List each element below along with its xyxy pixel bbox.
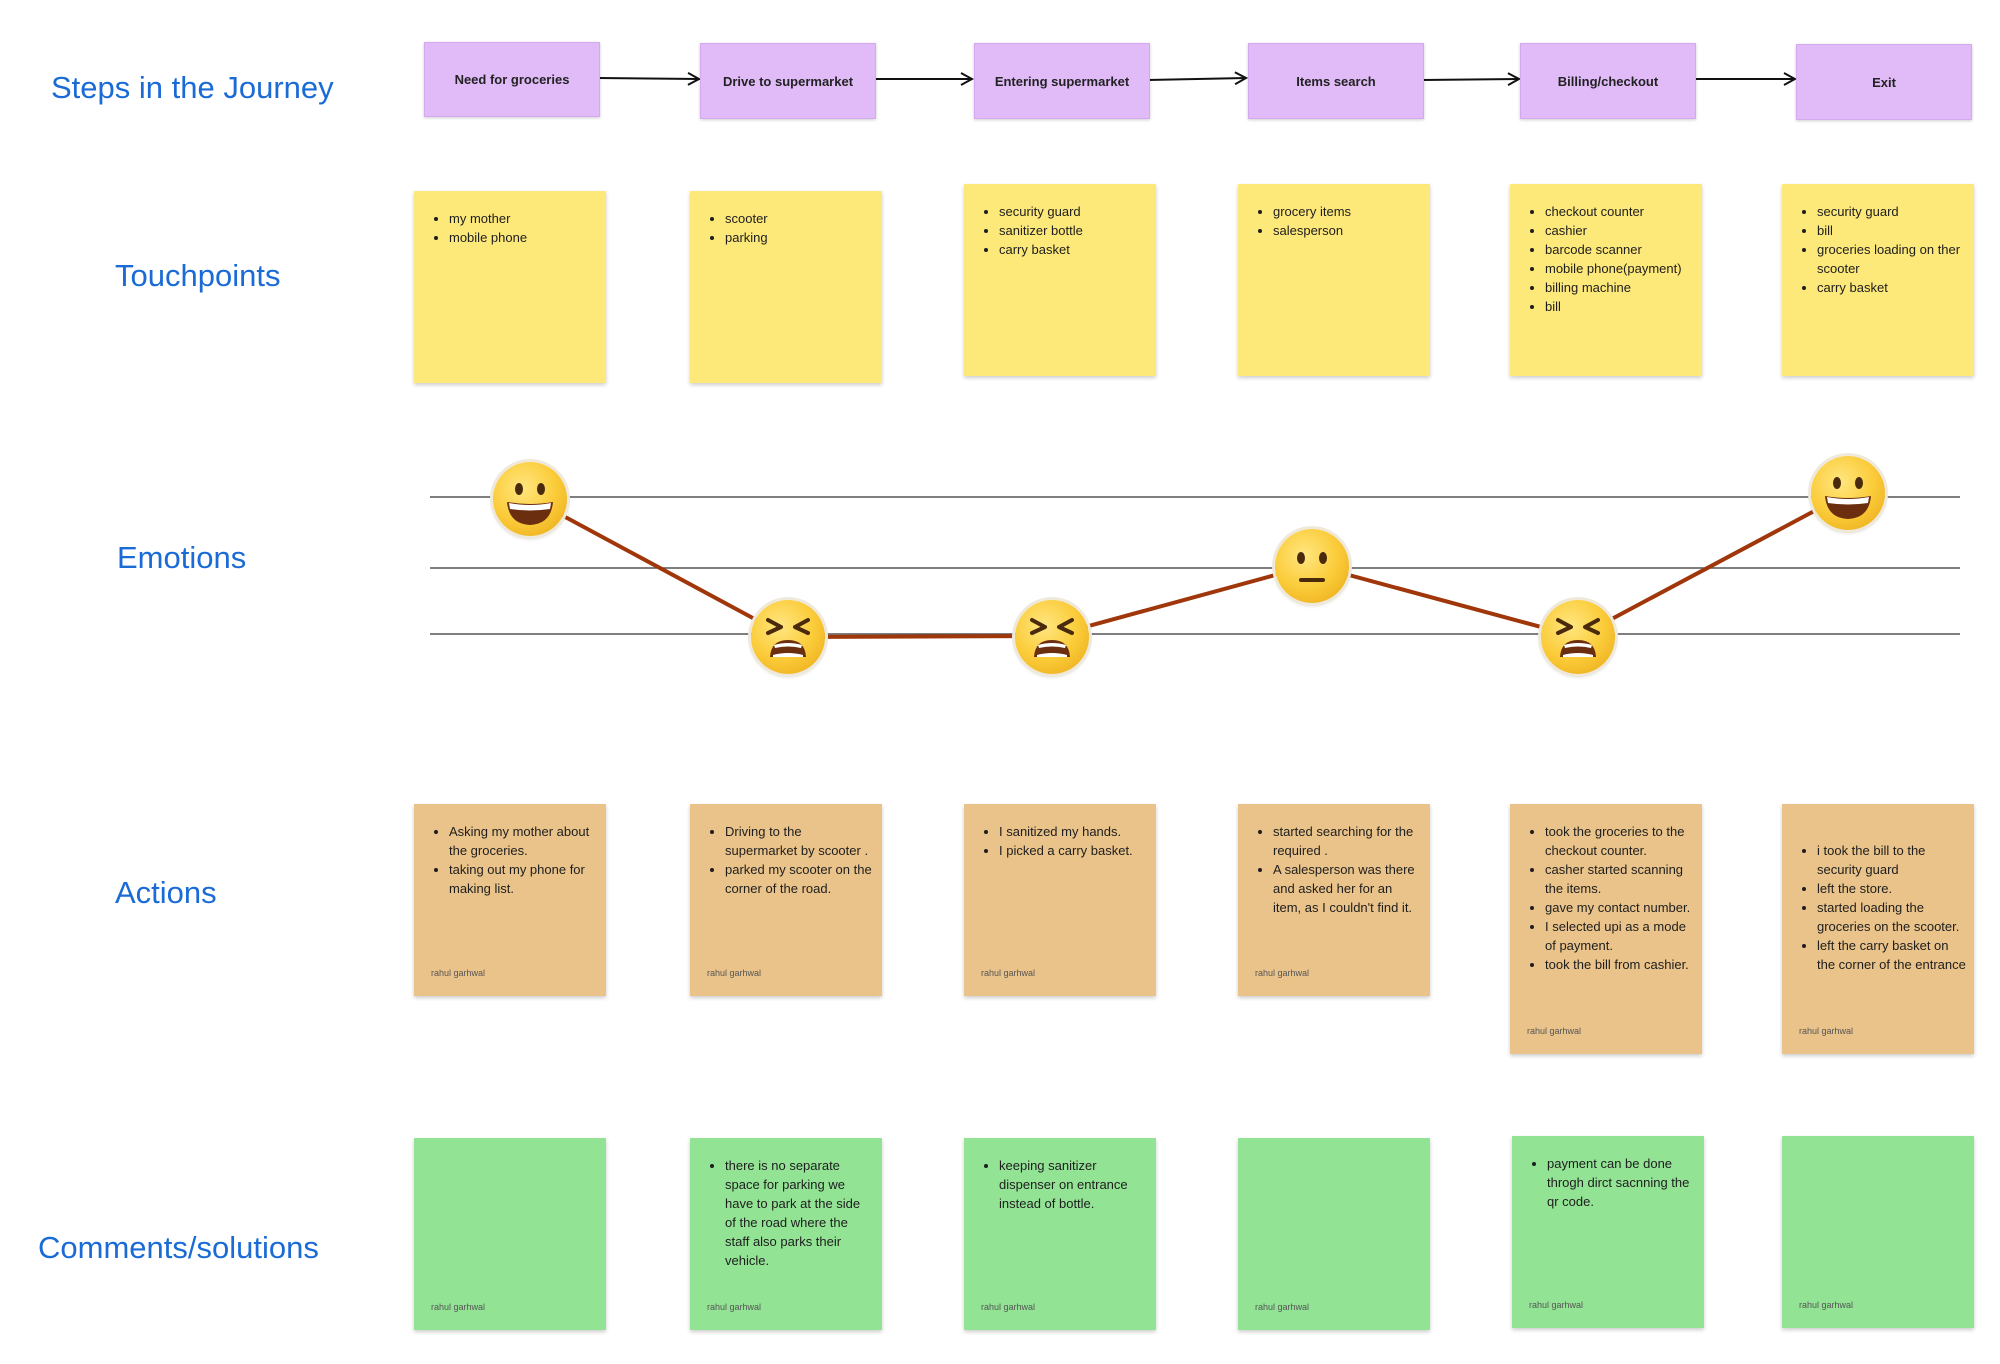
tired-face-icon [1556,618,1600,657]
touchpoint-item: mobile phone(payment) [1545,259,1694,278]
tired-face-icon [1015,600,1089,674]
author-label: rahul garhwal [707,968,762,978]
touchpoint-note[interactable]: security guardbillgroceries loading on t… [1782,184,1974,376]
action-item: Driving to the supermarket by scooter . [725,822,874,860]
action-item: started loading the groceries on the sco… [1817,898,1966,936]
touchpoint-item: checkout counter [1545,202,1694,221]
action-item: Asking my mother about the groceries. [449,822,598,860]
action-note[interactable]: i took the bill to the security guardlef… [1782,804,1974,1054]
action-item: started searching for the required . [1273,822,1422,860]
step-arrow [1147,78,1246,80]
row-label-steps: Steps in the Journey [51,70,334,105]
touchpoint-item: sanitizer bottle [999,221,1148,240]
action-item: left the store. [1817,879,1966,898]
action-note[interactable]: Driving to the supermarket by scooter .p… [690,804,882,996]
touchpoint-item: bill [1817,221,1966,240]
author-label: rahul garhwal [981,1302,1036,1312]
action-item: i took the bill to the security guard [1817,841,1966,879]
comment-note[interactable]: rahul garhwal [414,1138,606,1330]
comment-note[interactable]: payment can be done throgh dirct sacnnin… [1512,1136,1704,1328]
action-note[interactable]: I sanitized my hands.I picked a carry ba… [964,804,1156,996]
touchpoint-note[interactable]: scooterparking [690,191,882,383]
action-note[interactable]: started searching for the required .A sa… [1238,804,1430,996]
neutral-face-icon [1275,529,1349,603]
comment-item: payment can be done throgh dirct sacnnin… [1547,1154,1696,1211]
comment-item: there is no separate space for parking w… [725,1156,874,1270]
action-item: casher started scanning the items. [1545,860,1694,898]
step-arrows [597,78,1795,80]
emotion-curve [529,491,1849,639]
row-label-comments: Comments/solutions [38,1230,319,1265]
author-label: rahul garhwal [707,1302,762,1312]
action-item: took the bill from cashier. [1545,955,1694,974]
action-item: A salesperson was there and asked her fo… [1273,860,1422,917]
action-note[interactable]: took the groceries to the checkout count… [1510,804,1702,1054]
grinning-face-icon [507,483,553,525]
author-label: rahul garhwal [1529,1300,1584,1310]
touchpoint-item: carry basket [1817,278,1966,297]
step-card[interactable]: Entering supermarket [974,43,1150,119]
author-label: rahul garhwal [1799,1300,1854,1310]
grinning-face-icon [493,462,567,536]
touchpoint-item: scooter [725,209,874,228]
tired-face-icon [1541,600,1615,674]
grinning-face-icon [1825,477,1871,519]
author-label: rahul garhwal [431,1302,486,1312]
touchpoint-item: salesperson [1273,221,1422,240]
grinning-face-icon [1811,456,1885,530]
action-item: took the groceries to the checkout count… [1545,822,1694,860]
touchpoint-note[interactable]: my mothermobile phone [414,191,606,383]
touchpoint-item: barcode scanner [1545,240,1694,259]
touchpoint-item: groceries loading on ther scooter [1817,240,1966,278]
neutral-face-icon [1297,552,1327,582]
comment-note[interactable]: rahul garhwal [1782,1136,1974,1328]
step-arrow [1421,79,1519,80]
row-label-touchpoints: Touchpoints [115,258,281,293]
author-label: rahul garhwal [1799,1026,1854,1036]
touchpoint-item: grocery items [1273,202,1422,221]
step-card[interactable]: Billing/checkout [1520,43,1696,119]
action-item: parked my scooter on the corner of the r… [725,860,874,898]
touchpoint-item: my mother [449,209,598,228]
touchpoint-item: security guard [1817,202,1966,221]
action-item: left the carry basket on the corner of t… [1817,936,1966,974]
action-item: taking out my phone for making list. [449,860,598,898]
step-card[interactable]: Drive to supermarket [700,43,876,119]
touchpoint-item: carry basket [999,240,1148,259]
author-label: rahul garhwal [1255,968,1310,978]
step-arrow [597,78,699,79]
author-label: rahul garhwal [1527,1026,1582,1036]
comment-note[interactable]: rahul garhwal [1238,1138,1430,1330]
comment-item: keeping sanitizer dispenser on entrance … [999,1156,1148,1213]
action-item: I picked a carry basket. [999,841,1148,860]
author-label: rahul garhwal [1255,1302,1310,1312]
author-label: rahul garhwal [431,968,486,978]
row-label-actions: Actions [115,875,217,910]
tired-face-icon [751,600,825,674]
author-label: rahul garhwal [981,968,1036,978]
tired-face-icon [766,618,810,657]
touchpoint-item: parking [725,228,874,247]
touchpoint-item: bill [1545,297,1694,316]
touchpoint-note[interactable]: security guardsanitizer bottlecarry bask… [964,184,1156,376]
touchpoint-item: billing machine [1545,278,1694,297]
touchpoint-item: security guard [999,202,1148,221]
comment-note[interactable]: keeping sanitizer dispenser on entrance … [964,1138,1156,1330]
step-card[interactable]: Need for groceries [424,42,600,117]
action-note[interactable]: Asking my mother about the groceries.tak… [414,804,606,996]
step-card[interactable]: Exit [1796,44,1972,120]
comment-note[interactable]: there is no separate space for parking w… [690,1138,882,1330]
touchpoint-note[interactable]: grocery itemssalesperson [1238,184,1430,376]
step-card[interactable]: Items search [1248,43,1424,119]
action-item: I selected upi as a mode of payment. [1545,917,1694,955]
action-item: I sanitized my hands. [999,822,1148,841]
touchpoint-item: cashier [1545,221,1694,240]
touchpoint-item: mobile phone [449,228,598,247]
row-label-emotions: Emotions [117,540,247,575]
tired-face-icon [1030,618,1074,657]
action-item: gave my contact number. [1545,898,1694,917]
touchpoint-note[interactable]: checkout countercashierbarcode scannermo… [1510,184,1702,376]
